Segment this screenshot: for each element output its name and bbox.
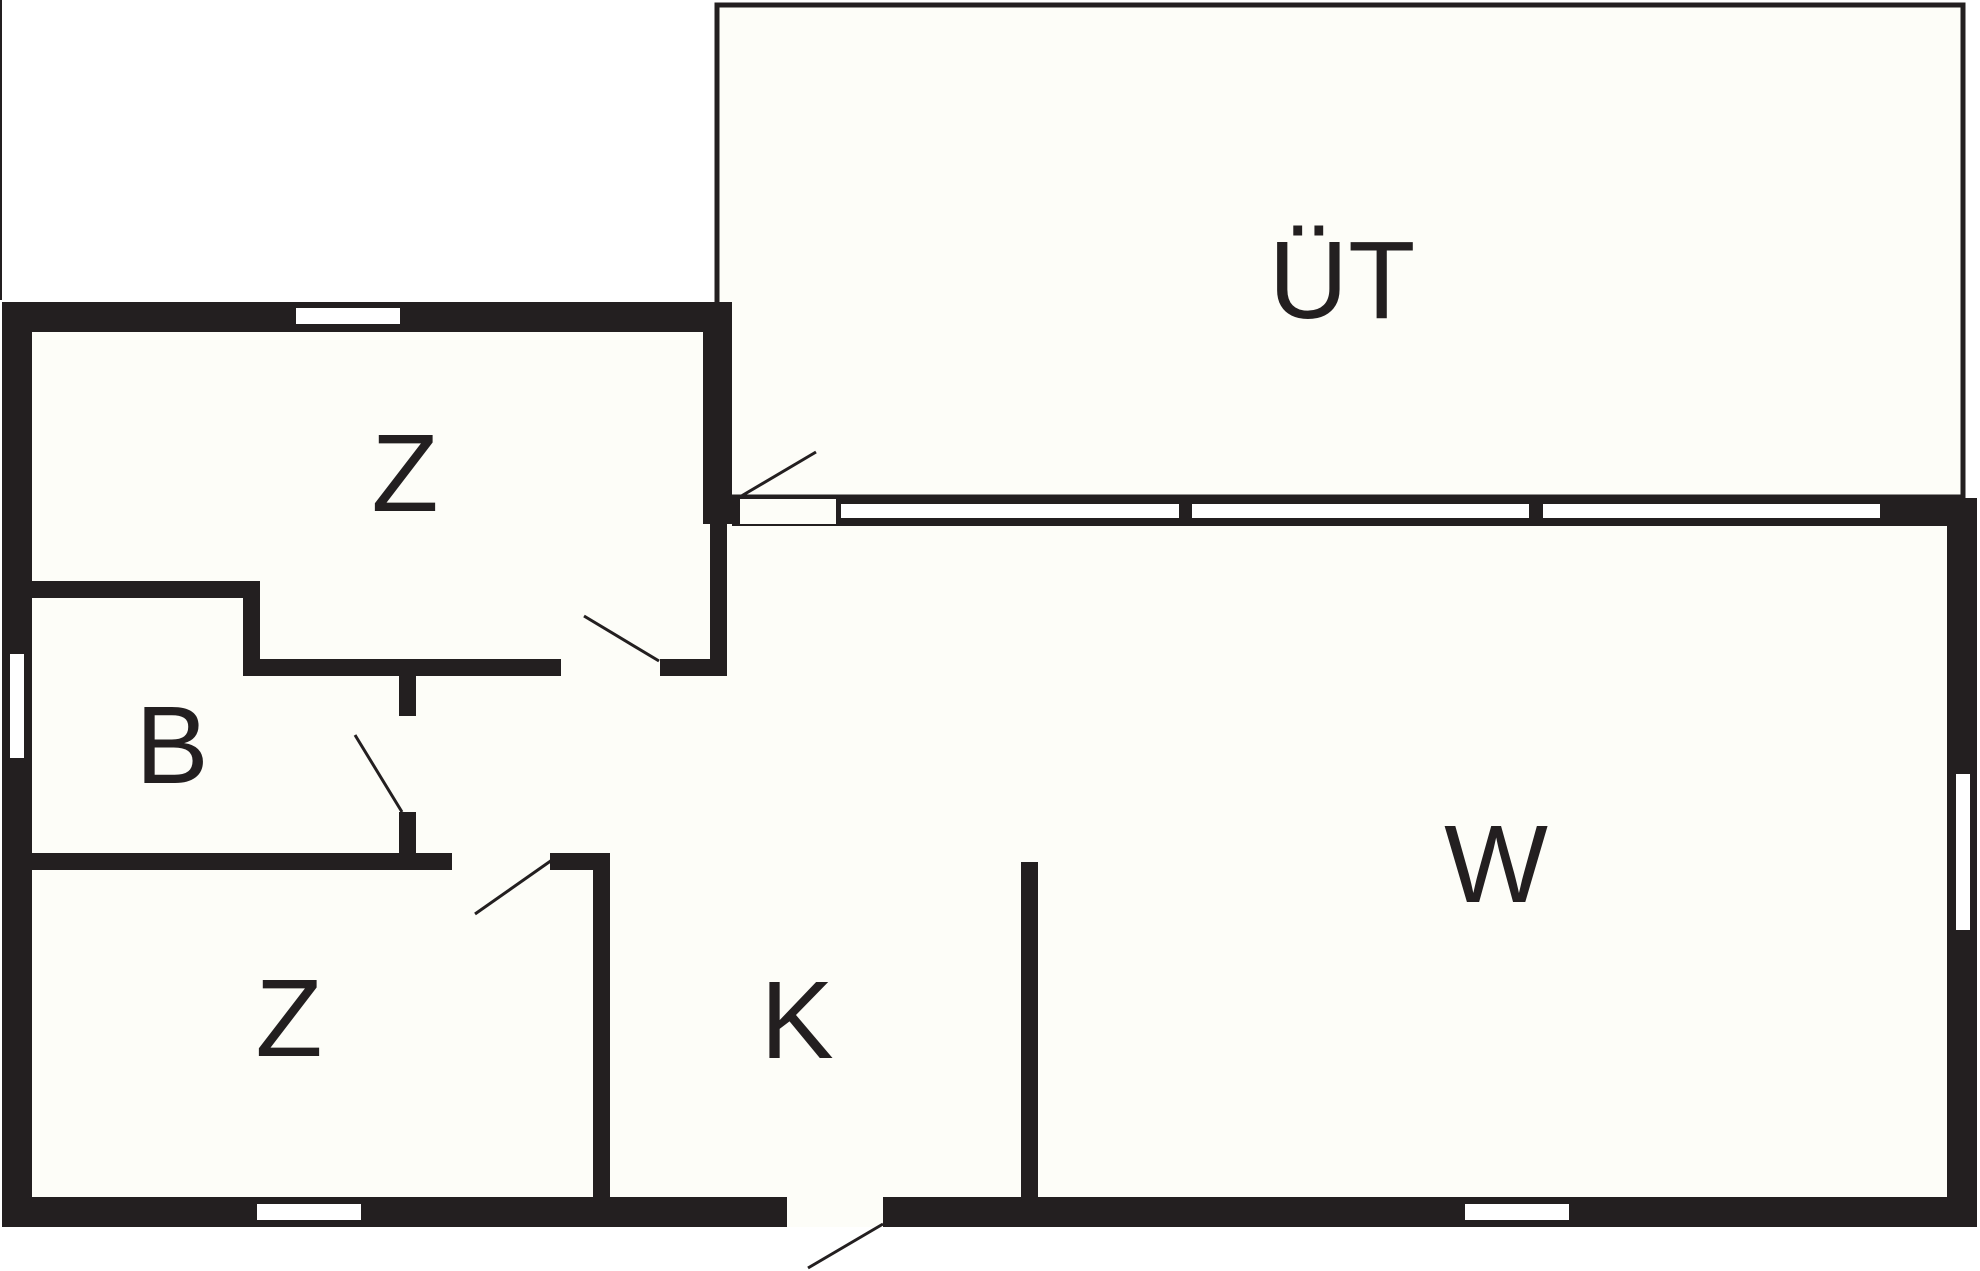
window-terrace-2 — [1192, 504, 1529, 518]
door-opening-terrace — [740, 499, 836, 524]
wall-bedroom-corridor — [710, 524, 727, 676]
wall-bedroom-bottom-a — [243, 659, 561, 676]
window-right — [1956, 774, 1970, 930]
door-opening-bedroom-top — [561, 659, 660, 676]
wall-bedroom2-right — [593, 853, 610, 1197]
window-left — [10, 654, 24, 758]
exterior-wall-middle — [703, 302, 732, 524]
room-label-living: W — [1444, 803, 1548, 926]
room-label-terrace: ÜT — [1269, 219, 1416, 342]
door-leaf-terrace — [737, 450, 817, 500]
door-leaf-entrance — [807, 1222, 884, 1270]
window-terrace-1 — [841, 504, 1179, 518]
wall-bath-right-a — [399, 676, 416, 716]
window-bottom-left — [257, 1204, 361, 1220]
exterior-wall-left — [2, 302, 32, 1227]
door-opening-entrance — [787, 1197, 883, 1227]
apartment-floor — [2, 302, 1975, 1227]
window-bottom-right — [1465, 1204, 1569, 1220]
door-leaf-bedroom-top — [583, 614, 660, 663]
terrace-area — [714, 2, 1966, 500]
door-leaf-bath — [353, 734, 404, 813]
wall-kitchen-living — [1021, 862, 1038, 1197]
door-opening-bedroom-bottom — [452, 853, 550, 870]
door-opening-bath — [399, 716, 416, 812]
wall-bath-bottom — [32, 853, 452, 870]
room-label-bathroom: B — [135, 684, 208, 807]
wall-bath-step — [243, 581, 260, 676]
window-terrace-3 — [1543, 504, 1880, 518]
room-label-bedroom-bottom: Z — [255, 957, 322, 1080]
wall-bedroom-bottom-b — [660, 659, 727, 676]
room-label-kitchen: K — [760, 959, 833, 1082]
window-top — [296, 308, 400, 324]
room-label-bedroom-top: Z — [371, 412, 438, 535]
wall-bath-top — [32, 581, 260, 598]
door-leaf-bedroom-bottom — [474, 858, 553, 916]
